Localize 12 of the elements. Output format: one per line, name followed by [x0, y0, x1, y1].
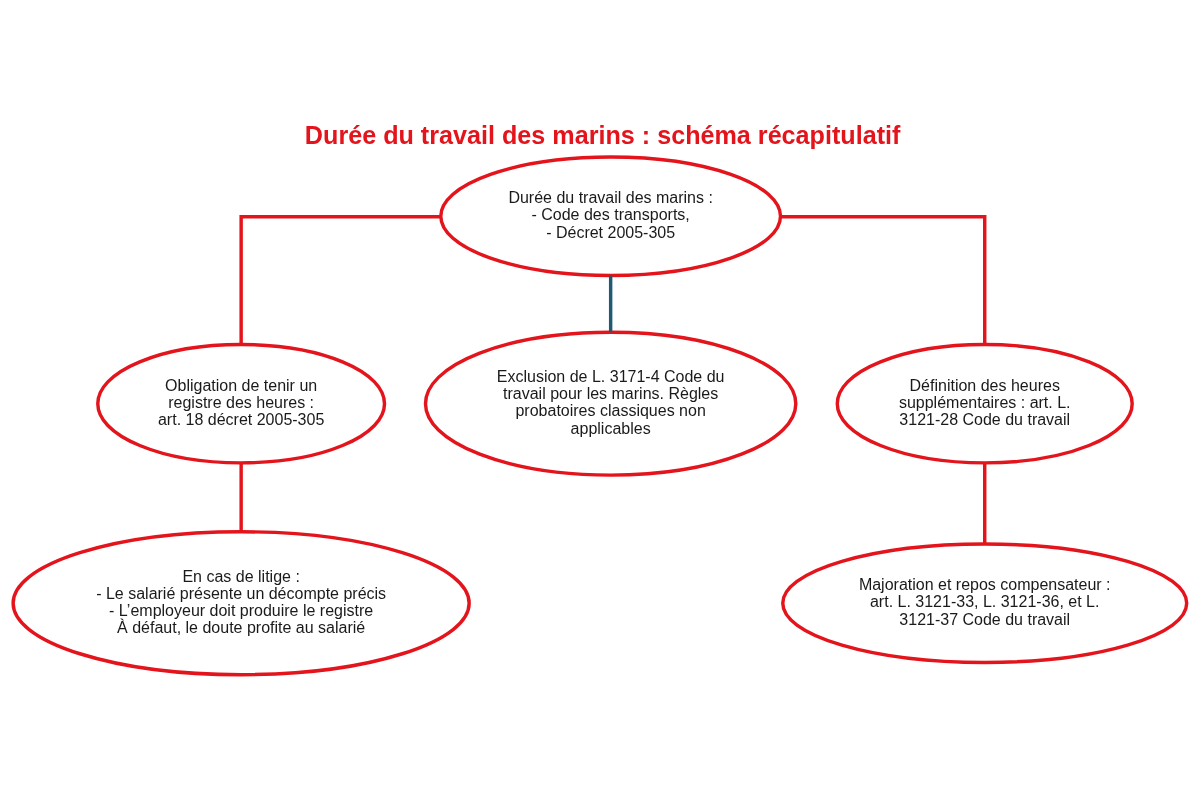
- connector: [239, 214, 441, 345]
- connector: [780, 214, 987, 345]
- node-ellipse: Durée du travail des marins : - Code des transports, - Décret 2005-305: [439, 154, 783, 277]
- node-ellipse: Exclusion de L. 3171-4 Code du travail pour les marins. Règles probatoires classiques non applicables: [423, 330, 798, 477]
- connector: [983, 462, 987, 544]
- node-ellipse: En cas de litige : - Le salarié présente un décompte précis - L’employeur doit produire le registre À défaut, le doute profite au salarié: [11, 529, 471, 676]
- connector: [608, 275, 613, 332]
- node-ellipse: Définition des heures supplémentaires : art. L. 3121-28 Code du travail: [835, 342, 1134, 465]
- node-ellipse: Majoration et repos compensateur : art. L. 3121-33, L. 3121-36, et L. 3121-37 Code du travail: [781, 541, 1189, 664]
- diagram-title: Durée du travail des marins : schéma récapitulatif: [304, 120, 901, 149]
- connector: [239, 462, 243, 532]
- node-ellipse: Obligation de tenir un registre des heures : art. 18 décret 2005-305: [96, 342, 387, 465]
